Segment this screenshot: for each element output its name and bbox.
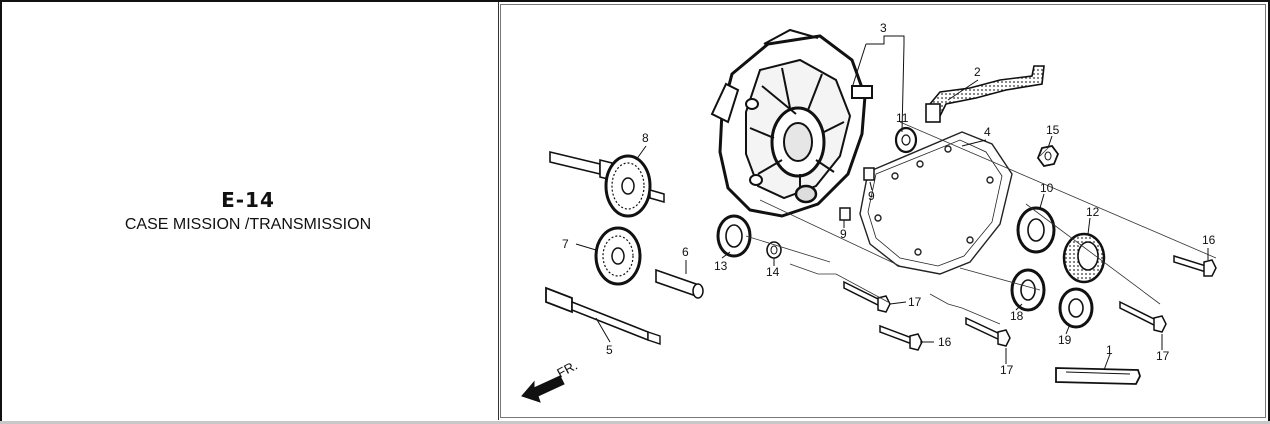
breather-tube-part-2 bbox=[925, 65, 1045, 123]
callout-18: 18 bbox=[1010, 309, 1024, 323]
bearing-part-13 bbox=[716, 214, 752, 258]
callout-12: 12 bbox=[1086, 205, 1100, 219]
callout-labels: 1 2 3 4 5 6 7 8 9 9 10 11 12 13 14 15 16… bbox=[562, 21, 1216, 377]
callout-8: 8 bbox=[642, 131, 649, 145]
callout-10: 10 bbox=[1040, 181, 1054, 195]
callout-9b: 9 bbox=[840, 227, 847, 241]
callout-13: 13 bbox=[714, 259, 728, 273]
leader-lines bbox=[575, 35, 1209, 371]
gear-part-7 bbox=[594, 226, 642, 286]
bearing-part-10 bbox=[1016, 206, 1056, 254]
callout-2: 2 bbox=[974, 65, 981, 79]
diagram-frame bbox=[500, 4, 1266, 418]
gasket-strip-part-1 bbox=[1055, 367, 1141, 385]
section-title: CASE MISSION /TRANSMISSION bbox=[124, 216, 372, 233]
nut-part-15 bbox=[1036, 145, 1060, 167]
alignment-lines bbox=[745, 121, 1217, 325]
bolts-parts-16-17 bbox=[843, 254, 1217, 351]
gasket-part bbox=[859, 131, 1013, 275]
callout-3: 3 bbox=[880, 21, 887, 35]
needle-bearing-part-12 bbox=[1062, 232, 1106, 284]
callout-5: 5 bbox=[606, 343, 613, 357]
callout-15: 15 bbox=[1046, 123, 1060, 137]
case-mission-casting bbox=[710, 28, 873, 218]
front-direction-arrow: FR. bbox=[521, 358, 580, 403]
callout-17b: 17 bbox=[1000, 363, 1014, 377]
callout-14: 14 bbox=[766, 265, 780, 279]
callout-17a: 17 bbox=[908, 295, 922, 309]
callout-1: 1 bbox=[1106, 343, 1113, 357]
callout-16b: 16 bbox=[938, 335, 952, 349]
callout-7: 7 bbox=[562, 237, 569, 251]
cell-divider bbox=[498, 2, 499, 420]
dowel-pins-part-9 bbox=[839, 167, 875, 221]
exploded-parts-diagram: 1 2 3 4 5 6 7 8 9 9 10 11 12 13 14 15 16… bbox=[521, 21, 1217, 403]
callout-16a: 16 bbox=[1202, 233, 1216, 247]
shaft-part-6 bbox=[655, 268, 704, 299]
callout-4: 4 bbox=[984, 125, 991, 139]
bearing-part-11 bbox=[894, 126, 918, 154]
bearing-part-18 bbox=[1010, 268, 1046, 312]
callout-19: 19 bbox=[1058, 333, 1072, 347]
callout-6: 6 bbox=[682, 245, 689, 259]
counter-shaft-gear-part-8 bbox=[549, 150, 665, 218]
callout-9a: 9 bbox=[868, 189, 875, 203]
drive-shaft-part-5 bbox=[545, 286, 661, 345]
callout-17c: 17 bbox=[1156, 349, 1170, 363]
bearing-part-19 bbox=[1058, 287, 1094, 329]
callout-11: 11 bbox=[896, 111, 909, 125]
section-code: E-14 bbox=[221, 188, 275, 212]
arrow-left-icon bbox=[521, 375, 565, 403]
bottom-edge bbox=[0, 421, 1270, 424]
